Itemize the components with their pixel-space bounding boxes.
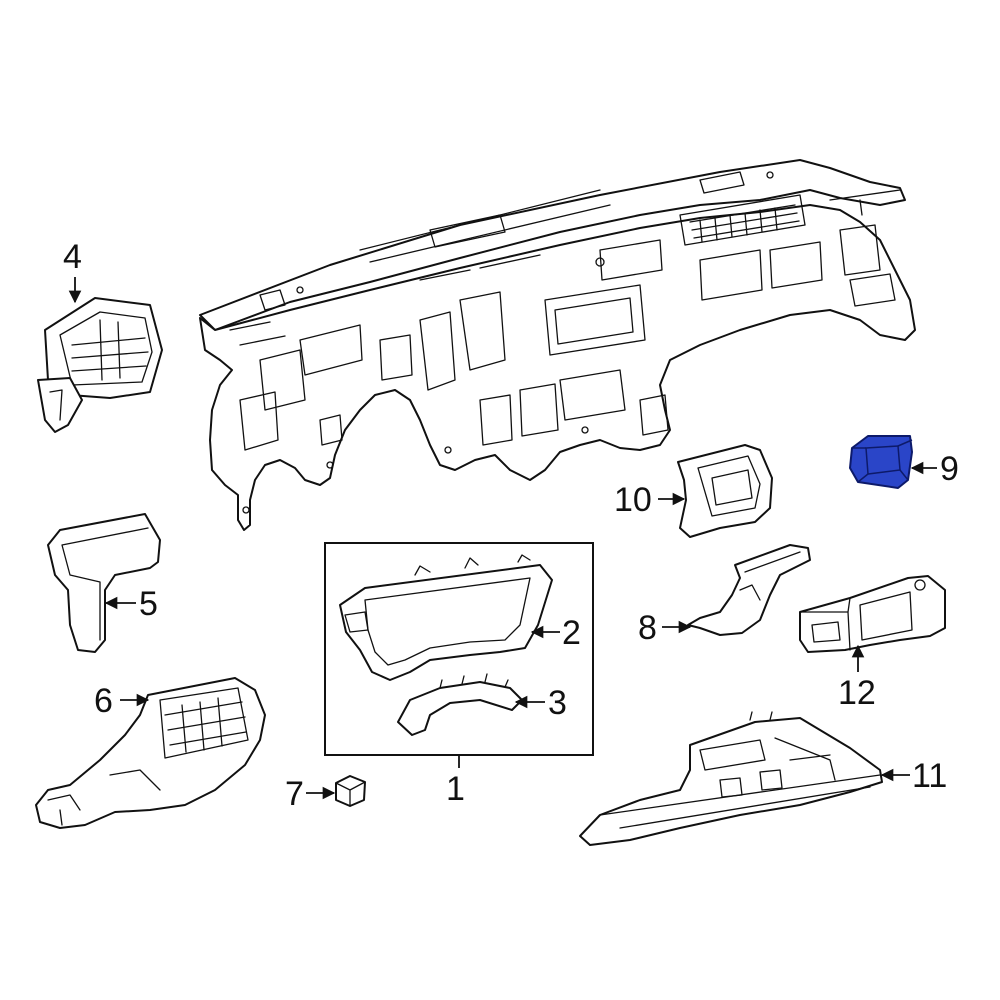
callout-10: 10 [614, 481, 686, 519]
callout-1: 1 [446, 755, 465, 808]
callout-6: 6 [94, 682, 150, 720]
callout-11: 11 [880, 757, 947, 795]
callout-2: 2 [530, 614, 581, 652]
part-6-vent-duct [35, 677, 266, 829]
callout-5: 5 [104, 585, 158, 623]
part-7-switch [335, 775, 366, 807]
part-9-bracket-highlighted [849, 435, 913, 489]
callout-4: 4 [63, 238, 82, 304]
part-3-bezel [397, 673, 523, 736]
part-2-cluster-housing [339, 554, 553, 681]
callout-8: 8 [638, 609, 692, 647]
part-8-bracket [687, 544, 811, 636]
part-5-trim-panel [47, 513, 161, 653]
callout-8-label: 8 [638, 609, 657, 647]
dashboard-frame [199, 159, 916, 531]
callout-11-label: 11 [912, 757, 947, 795]
callout-3: 3 [514, 684, 567, 722]
callout-3-label: 3 [548, 684, 567, 722]
callout-9-label: 9 [940, 450, 959, 488]
callout-12: 12 [838, 644, 876, 712]
callout-4-label: 4 [63, 238, 82, 276]
callout-9: 9 [910, 450, 959, 488]
callout-6-label: 6 [94, 682, 113, 720]
callout-1-label: 1 [446, 770, 465, 808]
part-4-side-vent [37, 297, 163, 433]
callout-12-label: 12 [838, 674, 876, 712]
callout-10-label: 10 [614, 481, 652, 519]
part-12-connector [799, 575, 946, 653]
part-11-lower-panel [579, 711, 883, 846]
callout-2-label: 2 [562, 614, 581, 652]
callout-5-label: 5 [139, 585, 158, 623]
callout-7-label: 7 [285, 775, 304, 813]
part-10-center-panel [677, 444, 773, 538]
callout-7: 7 [285, 775, 336, 813]
